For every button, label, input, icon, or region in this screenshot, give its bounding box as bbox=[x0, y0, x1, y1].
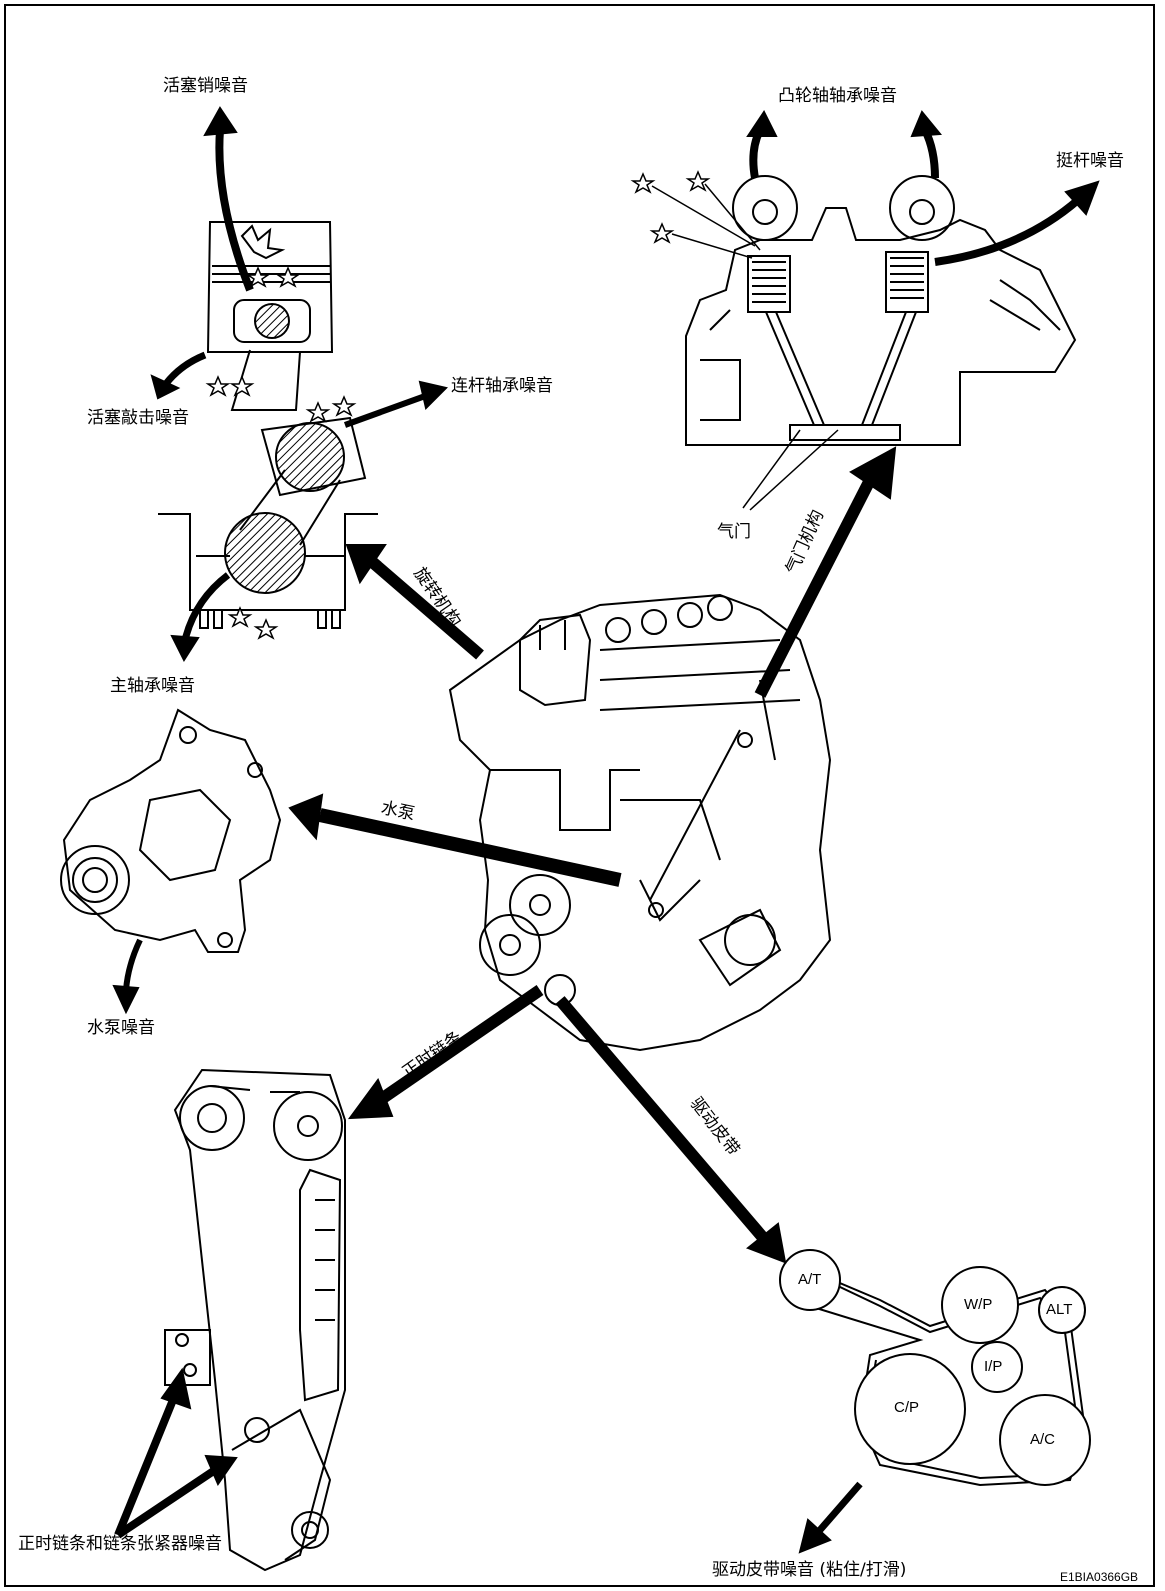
figure-code: E1BIA0366GB bbox=[1060, 1570, 1138, 1584]
water-pump-drawing bbox=[61, 710, 280, 952]
pulley-cp-label: C/P bbox=[894, 1400, 919, 1415]
camshaft-bearing-noise-label: 凸轮轴轴承噪音 bbox=[778, 88, 897, 105]
pulley-alt-label: ALT bbox=[1046, 1302, 1072, 1317]
timing-chain-tensioner-noise-label: 正时链条和链条张紧器噪音 bbox=[18, 1536, 222, 1553]
timing-chain-drawing bbox=[165, 1070, 345, 1570]
piston-pin-noise-label: 活塞销噪音 bbox=[163, 78, 248, 95]
main-bearing-noise-label: 主轴承噪音 bbox=[110, 678, 195, 695]
noise-star-icons-valve bbox=[633, 172, 708, 242]
water-pump-noise-label: 水泵噪音 bbox=[87, 1020, 155, 1037]
pulley-wp-label: W/P bbox=[964, 1297, 992, 1312]
tappet-noise-label: 挺杆噪音 bbox=[1056, 153, 1124, 170]
pulley-ip-label: I/P bbox=[984, 1359, 1002, 1374]
cylinder-head-drawing bbox=[686, 176, 1075, 445]
star-leader-lines bbox=[652, 184, 838, 510]
drive-belt-noise-label: 驱动皮带噪音 (粘住/打滑) bbox=[712, 1562, 906, 1579]
piston-slap-noise-label: 活塞敲击噪音 bbox=[87, 410, 189, 427]
belt-pulleys bbox=[780, 1250, 1090, 1485]
pulley-at-label: A/T bbox=[798, 1272, 821, 1287]
pulley-ac-label: A/C bbox=[1030, 1432, 1055, 1447]
conrod-bearing-noise-label: 连杆轴承噪音 bbox=[451, 378, 553, 395]
valve-label: 气门 bbox=[717, 524, 751, 541]
